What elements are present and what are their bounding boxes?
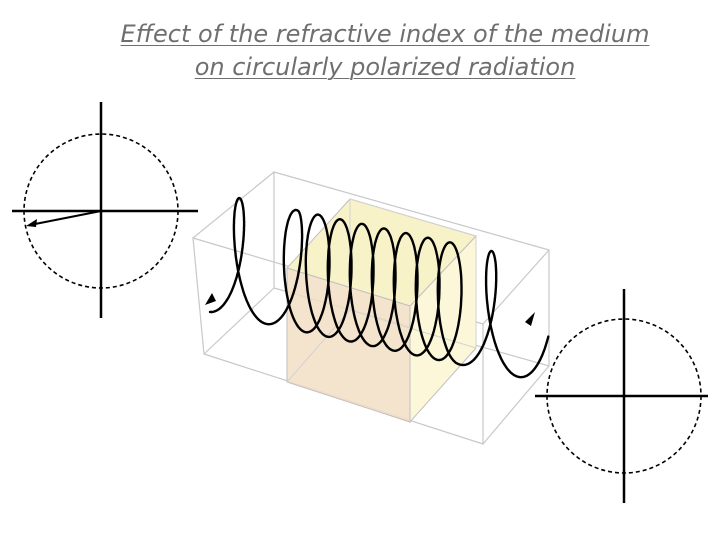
slide-title: Effect of the refractive index of the me… (60, 18, 710, 84)
output-polarization-diagram (535, 289, 708, 503)
wave-start-arrowhead (205, 293, 216, 305)
title-line-1: Effect of the refractive index of the me… (120, 20, 650, 48)
polarized-wave-helix (208, 196, 550, 379)
input-vector-arrowhead (26, 219, 37, 227)
refractive-medium-block (286, 198, 477, 424)
title-line-2: on circularly polarized radiation (194, 53, 576, 81)
input-polarization-vector (29, 210, 102, 226)
input-polarization-diagram (12, 102, 198, 318)
medium-front-face (286, 267, 411, 423)
wave-end-arrowhead (525, 312, 535, 326)
